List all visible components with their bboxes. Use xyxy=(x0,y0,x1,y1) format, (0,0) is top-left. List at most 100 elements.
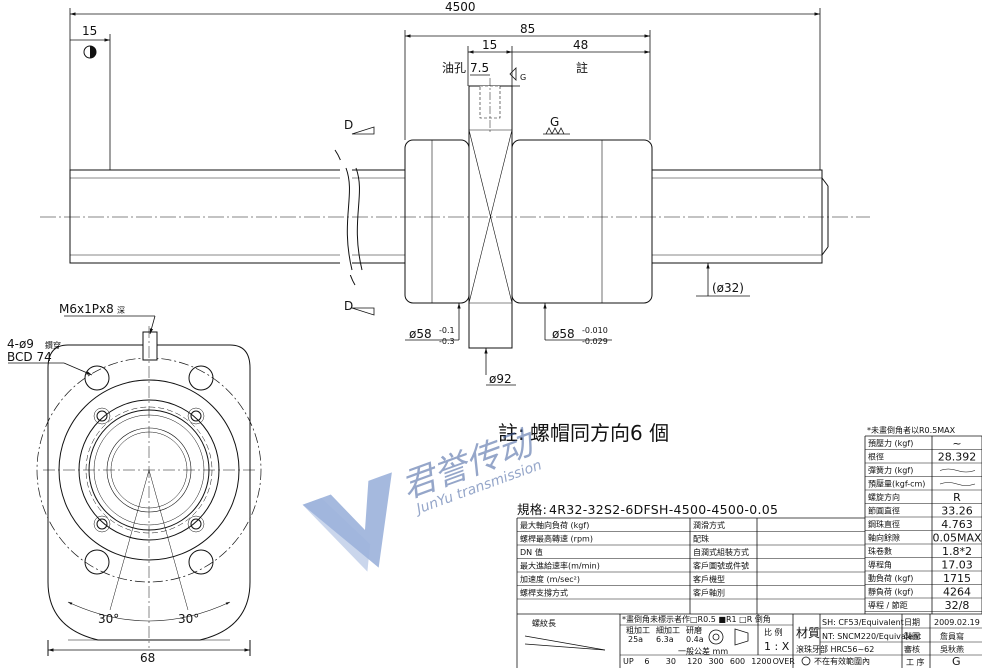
note-prefix: 註: xyxy=(498,421,525,445)
dim-total-length: 4500 xyxy=(445,0,476,14)
left-table-label-b: 自潤式組裝方式 xyxy=(693,547,749,557)
left-table-label-b: 客戶軸別 xyxy=(693,588,725,598)
right-table-label: 珠卷數 xyxy=(868,546,892,556)
section-d-bottom-label: D xyxy=(344,299,353,313)
date-label: 日期 xyxy=(904,618,920,627)
drawn-label: 製圖 xyxy=(904,631,920,641)
finish-label-fine: 細加工 xyxy=(656,625,680,635)
right-table-value: 33.26 xyxy=(941,505,973,518)
section-arrow-top xyxy=(351,126,375,135)
dim-angle-right: 30° xyxy=(178,612,199,626)
dim-hole-spec-suffix: 鑽穿 xyxy=(45,340,61,350)
left-table-label-a: 螺桿最高轉速 (rpm) xyxy=(520,534,593,544)
hardness: 滾珠牙部 HRC56~62 xyxy=(796,644,874,654)
oil-hole-label: 油孔 xyxy=(442,61,466,75)
dim-nut-length: 85 xyxy=(520,22,535,36)
dim-angle-left: 30° xyxy=(98,612,119,626)
datum-g-mid-symbol xyxy=(543,127,570,135)
proc-value: G xyxy=(952,655,961,668)
tolerance-step: 600 xyxy=(730,657,745,666)
right-table-label: 靜負荷 (kgf) xyxy=(868,587,913,597)
spec-value: 4R32-32S2-6DFSH-4500-4500-0.05 xyxy=(549,502,778,517)
dim-tap-thread-suffix: 深 xyxy=(117,306,125,315)
chamfer-note: *畫倒角未標示者作□R0.5 ■R1 □R 倒角 xyxy=(622,614,771,624)
right-table-value: ~ xyxy=(952,437,961,450)
right-table-value: 1715 xyxy=(943,572,971,585)
finish-label-rough: 粗加工 xyxy=(626,625,650,635)
projection-note: 不在有效範圍內 xyxy=(814,656,870,666)
date-value: 2009.02.19 xyxy=(934,618,980,627)
dim-bcd: BCD 74 xyxy=(7,350,52,364)
tolerance-step: 30 xyxy=(666,657,676,666)
finish-value-fine: 6.3a xyxy=(656,635,674,644)
left-table-label-a: DN 值 xyxy=(520,547,543,557)
section-arrow-bottom xyxy=(351,307,375,316)
left-table-label-b: 客戶機型 xyxy=(693,574,725,584)
datum-g-top-symbol xyxy=(509,67,520,87)
right-table-label: 螺旋方向 xyxy=(868,492,900,502)
projection-symbol xyxy=(83,45,97,59)
tolerance-step: 1200 xyxy=(751,657,771,666)
dimension-texts: 4500 15 85 15 48 油孔 7.5 註 xyxy=(82,0,588,75)
left-table-label-a: 最大軸向負荷 (kgf) xyxy=(520,520,589,530)
dim-nut-od-left-tol-upper: -0.1 xyxy=(439,326,455,335)
check-value: 吳秋燕 xyxy=(940,644,964,654)
left-table-label-b: 配珠 xyxy=(693,534,709,544)
right-table-label: 節圓直徑 xyxy=(868,506,900,516)
dim-nut-od-left: ø58 xyxy=(409,327,432,341)
scale-value: 1 : X xyxy=(764,640,790,653)
proc-label: 工 序 xyxy=(906,657,925,667)
dim-nut-body-length: 48 xyxy=(573,38,588,52)
right-table-value: R xyxy=(953,491,961,504)
dim-flange-width: 15 xyxy=(482,38,497,52)
dim-shaft-dia: (ø32) xyxy=(712,281,744,295)
right-table-label: 導程角 xyxy=(868,560,892,570)
right-table-value: 4264 xyxy=(943,586,971,599)
right-table-label: 軸向餘隙 xyxy=(868,533,900,543)
right-table-label: 彈簧力 (kgf) xyxy=(868,465,913,475)
material-sh: SH: CF53/Equivalent xyxy=(822,618,904,627)
check-label: 審核 xyxy=(904,644,920,654)
dim-flange-cut-width: 68 xyxy=(140,651,155,665)
tolerance-step: 300 xyxy=(709,657,724,666)
left-table-label-b: 客戶圖號或件號 xyxy=(693,561,749,571)
dim-end-offset: 15 xyxy=(82,24,97,38)
scale-label: 比 例 xyxy=(764,627,783,637)
tolerance-step: 6 xyxy=(644,657,649,666)
left-table-label-a: 螺桿支撐方式 xyxy=(520,588,568,598)
right-table-wave xyxy=(939,468,976,473)
dim-oil-hole-offset: 7.5 xyxy=(470,61,489,75)
right-table-label: 鋼珠直徑 xyxy=(868,519,900,529)
note-mark-label: 註 xyxy=(576,61,588,75)
right-table-value: 1.8*2 xyxy=(942,545,972,558)
right-table-value: 0.05MAX xyxy=(932,532,982,545)
finish-label-grind: 研磨 xyxy=(686,625,702,635)
right-table-label: 根徑 xyxy=(868,452,884,462)
right-table-value: 4.763 xyxy=(941,518,973,531)
dim-nut-od-right: ø58 xyxy=(552,327,575,341)
left-table-label-b: 潤滑方式 xyxy=(693,520,725,530)
right-table-wave xyxy=(939,482,976,486)
right-table-label: 動負荷 (kgf) xyxy=(868,573,913,583)
right-table-label: 預壓力 (kgf) xyxy=(868,438,913,448)
right-table-value: 17.03 xyxy=(941,559,973,572)
spec-label: 規格: xyxy=(517,502,547,517)
dim-nut-od-right-tol-upper: -0.010 xyxy=(582,326,608,335)
dim-nut-od-left-tol-lower: -0.3 xyxy=(439,337,455,346)
left-table-label-a: 加速度 (m/sec²) xyxy=(520,574,580,584)
right-table-value: 28.392 xyxy=(938,451,977,464)
left-table-label-a: 最大進給速率(m/min) xyxy=(520,561,600,571)
finish-value-grind: 0.4a xyxy=(686,635,704,644)
flange-front-view xyxy=(8,315,262,656)
diameter-leaders xyxy=(405,263,750,386)
dimension-lines xyxy=(69,8,821,170)
dim-flange-dia: ø92 xyxy=(489,372,512,386)
right-table-label: 預壓量(kgf-cm) xyxy=(868,480,925,489)
right-table-label: 導程 / 節距 xyxy=(868,600,908,610)
dim-hole-spec: 4-ø9 xyxy=(7,337,34,351)
tolerance-step: OVER xyxy=(773,657,796,666)
